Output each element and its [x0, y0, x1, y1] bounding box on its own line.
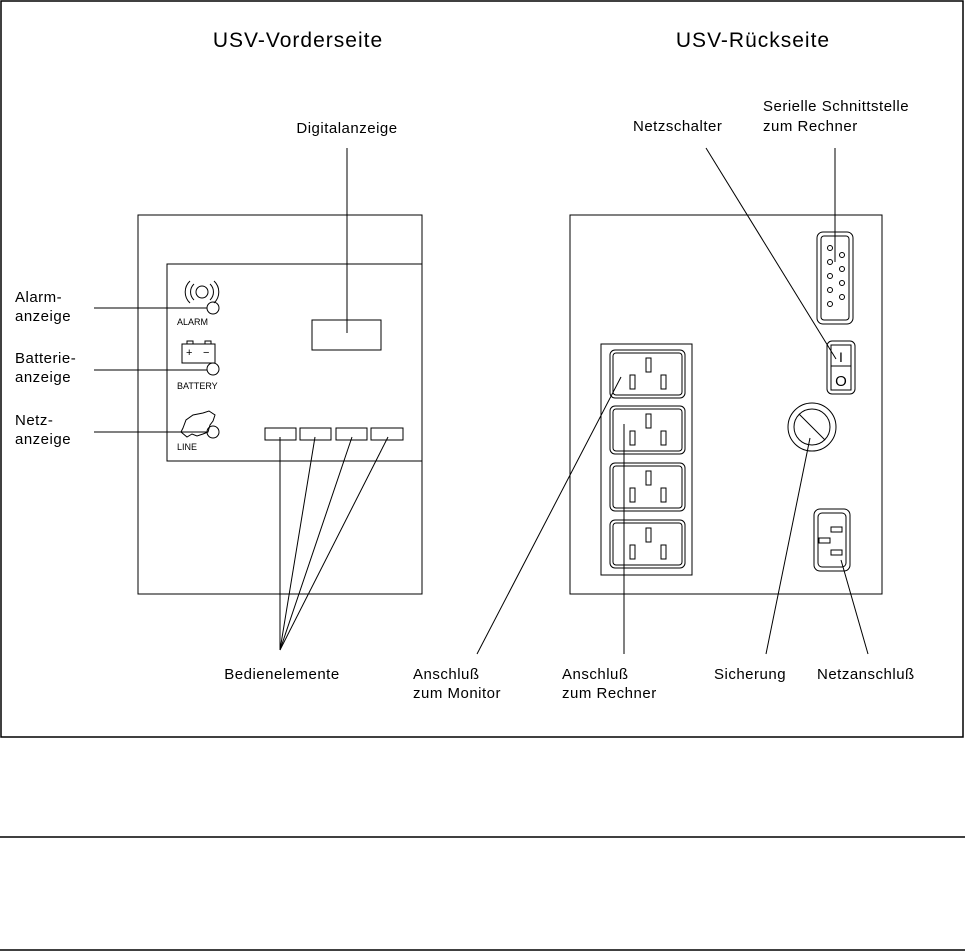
label-alarm-1: Alarm-: [15, 289, 62, 306]
line-led: [207, 426, 219, 438]
label-computer-outlet-2: zum Rechner: [562, 685, 657, 702]
switch-off-label: O: [835, 373, 847, 390]
leader-controls: [280, 437, 388, 650]
battery-minus: −: [203, 347, 209, 359]
battery-plus: +: [186, 347, 192, 359]
label-alarm-2: anzeige: [15, 308, 71, 325]
front-title: USV-Vorderseite: [213, 29, 383, 52]
label-serial-1: Serielle Schnittstelle: [763, 98, 909, 115]
label-computer-outlet-1: Anschluß: [562, 666, 629, 683]
label-fuse: Sicherung: [714, 666, 786, 683]
line-plug-icon: [181, 411, 215, 437]
label-monitor-outlet-2: zum Monitor: [413, 685, 501, 702]
line-panel-text: LINE: [177, 442, 197, 452]
back-housing: [570, 215, 882, 594]
fuse-holder: [788, 403, 836, 451]
label-line-2: anzeige: [15, 431, 71, 448]
switch-on-label: I: [839, 349, 843, 365]
leader-fuse: [766, 438, 810, 654]
label-monitor-outlet-1: Anschluß: [413, 666, 480, 683]
label-power-inlet: Netzanschluß: [817, 666, 915, 683]
power-inlet: [814, 509, 850, 571]
label-battery-1: Batterie-: [15, 350, 76, 367]
battery-panel-text: BATTERY: [177, 381, 218, 391]
label-line-1: Netz-: [15, 412, 53, 429]
outlet-3: [610, 463, 685, 511]
outlet-1: [610, 350, 685, 398]
label-controls: Bedienelemente: [224, 666, 339, 683]
alarm-led: [207, 302, 219, 314]
leader-monitor-outlet: [477, 377, 621, 654]
back-title: USV-Rückseite: [676, 29, 830, 52]
control-button-2[interactable]: [300, 428, 331, 440]
label-battery-2: anzeige: [15, 369, 71, 386]
label-serial-2: zum Rechner: [763, 118, 858, 135]
alarm-icon: [185, 281, 219, 303]
battery-led: [207, 363, 219, 375]
leader-power-inlet: [841, 560, 868, 654]
label-display: Digitalanzeige: [296, 120, 397, 137]
outlet-2: [610, 406, 685, 454]
label-power-switch: Netzschalter: [633, 118, 722, 135]
alarm-panel-text: ALARM: [177, 317, 208, 327]
outlet-4: [610, 520, 685, 568]
